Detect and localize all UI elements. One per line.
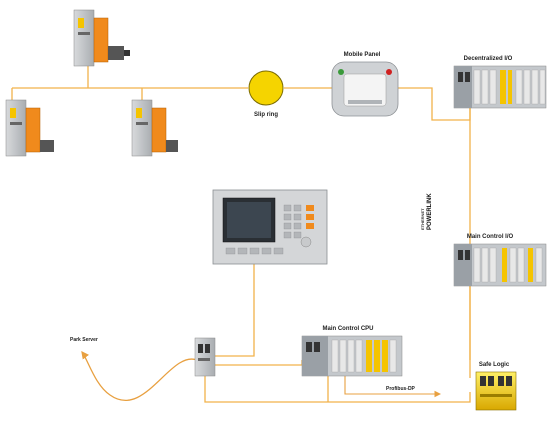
powerlink-name: POWERLINK bbox=[427, 193, 433, 230]
powerlink-prefix: ETHERNET bbox=[420, 208, 425, 230]
slip-ring-label: Slip ring bbox=[254, 112, 278, 118]
slip-ring bbox=[248, 70, 284, 106]
park-server-cable bbox=[81, 350, 198, 402]
park-server-label: Park Server bbox=[70, 337, 98, 343]
network-switch bbox=[194, 337, 216, 377]
cables bbox=[11, 64, 471, 403]
profibus-arrow bbox=[344, 376, 442, 398]
hmi-to-switch bbox=[213, 263, 255, 357]
servo-drive-top bbox=[73, 9, 130, 67]
decentralized-io-module bbox=[453, 65, 547, 109]
main-control-io-module bbox=[453, 243, 547, 287]
hmi-operator-panel bbox=[212, 189, 328, 265]
main-control-cpu-module bbox=[301, 335, 403, 377]
servo-drive-mid bbox=[131, 99, 178, 157]
safe-logic-module bbox=[475, 371, 517, 411]
switch-to-safe-logic bbox=[204, 375, 471, 403]
servo-drive-left bbox=[5, 99, 54, 157]
mobile-panel-device bbox=[331, 61, 399, 117]
main-control-io-label: Main Control I/O bbox=[467, 234, 514, 240]
safe-logic-label: Safe Logic bbox=[479, 362, 510, 368]
powerlink-logo: ETHERNET POWERLINK bbox=[420, 193, 433, 230]
mobile-panel-label: Mobile Panel bbox=[344, 52, 381, 58]
switch-to-cpu bbox=[213, 360, 303, 366]
profibus-label: Profibus-DP bbox=[386, 386, 416, 392]
main-control-cpu-label: Main Control CPU bbox=[323, 326, 374, 332]
decentralized-io-label: Decentralized I/O bbox=[464, 56, 513, 62]
